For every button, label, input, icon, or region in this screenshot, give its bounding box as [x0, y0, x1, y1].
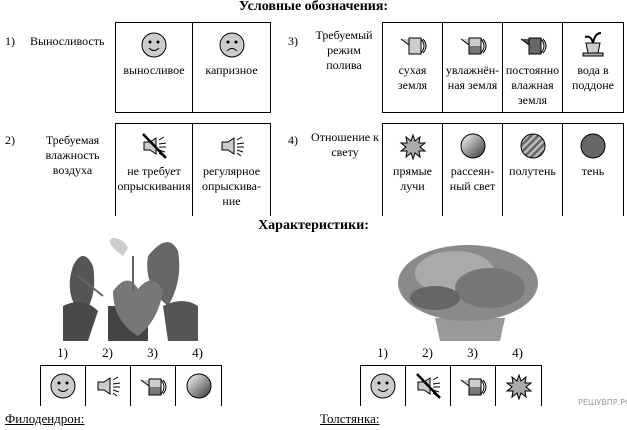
- no-spray-icon: [414, 372, 442, 400]
- legend-cell-label: выносливое: [123, 63, 185, 77]
- crassula-photo: [395, 243, 541, 341]
- answer-number: 3): [467, 345, 478, 360]
- legend-cell-label: сухая земля: [397, 63, 428, 92]
- philodendron-answer-table: [40, 365, 222, 406]
- answer-cell: [406, 366, 451, 406]
- answer-number: 2): [102, 345, 113, 360]
- no-spray-icon: [140, 132, 168, 160]
- philodendron-photo: [63, 236, 198, 341]
- legend-cell: регулярное опрыскива-ние: [193, 124, 270, 216]
- legend-cell: увлажнён-ная земля: [443, 23, 503, 112]
- legend-cell-label: рассеян-ный свет: [449, 164, 496, 193]
- answer-cell: [361, 366, 406, 406]
- group-number: 1): [5, 34, 15, 48]
- legend-cell: вода в поддоне: [563, 23, 623, 112]
- legend-cell: тень: [563, 124, 623, 216]
- watermark: РЕШУВПР.РФ: [578, 398, 627, 407]
- watering-can-half-icon: [139, 372, 167, 400]
- smiley-icon: [49, 372, 77, 400]
- legend-cell: полутень: [503, 124, 563, 216]
- smiley-icon: [369, 372, 397, 400]
- crassula-answer-table: [360, 365, 542, 406]
- answer-cell: [176, 366, 221, 406]
- legend-cell-label: тень: [581, 164, 605, 178]
- striped-circle-icon: [519, 132, 547, 160]
- dark-circle-icon: [579, 132, 607, 160]
- answer-numbers: 1) 2) 3) 4): [360, 345, 540, 361]
- gradient-circle-icon: [185, 372, 213, 400]
- pot-tray-icon: [579, 31, 607, 59]
- answer-number: 4): [192, 345, 203, 360]
- legend-table-humidity: не требует опрыскивания регулярное опрыск…: [115, 123, 271, 216]
- legend-cell-label: капризное: [205, 63, 258, 77]
- group-label: Выносливость: [30, 34, 105, 48]
- answer-cell: [41, 366, 86, 406]
- legend-cell: сухая земля: [383, 23, 443, 112]
- legend-cell-label: регулярное опрыскива-ние: [202, 164, 261, 208]
- legend-cell-label: полутень: [509, 164, 556, 178]
- sad-face-icon: [218, 31, 246, 59]
- legend-cell-label: прямые лучи: [393, 164, 432, 193]
- group-label: Отношение к свету: [311, 130, 379, 159]
- legend-cell-label: не требует опрыскивания: [117, 164, 191, 193]
- crassula-label: Толстянка:: [320, 411, 380, 426]
- legend-cell: рассеян-ный свет: [443, 124, 503, 216]
- answer-number: 1): [57, 345, 68, 360]
- group-label: Требуемый режим полива: [315, 28, 373, 72]
- answer-number: 3): [147, 345, 158, 360]
- legend-cell: капризное: [193, 23, 270, 112]
- spray-icon: [218, 132, 246, 160]
- legend-cell-label: вода в поддоне: [571, 63, 615, 92]
- legend-cell: выносливое: [116, 23, 193, 112]
- starburst-icon: [399, 132, 427, 160]
- watering-can-half-icon: [459, 31, 487, 59]
- smiley-icon: [140, 31, 168, 59]
- answer-cell: [131, 366, 176, 406]
- group-number: 4): [288, 133, 298, 147]
- legend-table-light: прямые лучи рассеян-ный свет полутень тень: [382, 123, 624, 216]
- group-number: 2): [5, 133, 15, 147]
- answer-numbers: 1) 2) 3) 4): [40, 345, 220, 361]
- legend-cell: прямые лучи: [383, 124, 443, 216]
- watering-can-empty-icon: [399, 31, 427, 59]
- watering-can-full-icon: [519, 31, 547, 59]
- legend-cell: не требует опрыскивания: [116, 124, 193, 216]
- legend-cell-label: постоянно влажная земля: [505, 63, 560, 107]
- answer-cell: [496, 366, 541, 406]
- answer-cell: [451, 366, 496, 406]
- answer-number: 2): [422, 345, 433, 360]
- answer-cell: [86, 366, 131, 406]
- legend-table-endurance: выносливое капризное: [115, 22, 271, 113]
- gradient-circle-icon: [459, 132, 487, 160]
- characteristics-title: Характеристики:: [258, 218, 369, 233]
- legend-title: Условные обозначения:: [238, 0, 389, 14]
- group-label: Требуемая влажность воздуха: [45, 133, 100, 177]
- philodendron-label: Филодендрон:: [5, 411, 85, 426]
- legend-cell: постоянно влажная земля: [503, 23, 563, 112]
- spray-icon: [94, 372, 122, 400]
- answer-number: 4): [512, 345, 523, 360]
- watering-can-half-icon: [459, 372, 487, 400]
- answer-number: 1): [377, 345, 388, 360]
- legend-cell-label: увлажнён-ная земля: [445, 63, 500, 92]
- starburst-icon: [505, 372, 533, 400]
- group-number: 3): [288, 34, 298, 48]
